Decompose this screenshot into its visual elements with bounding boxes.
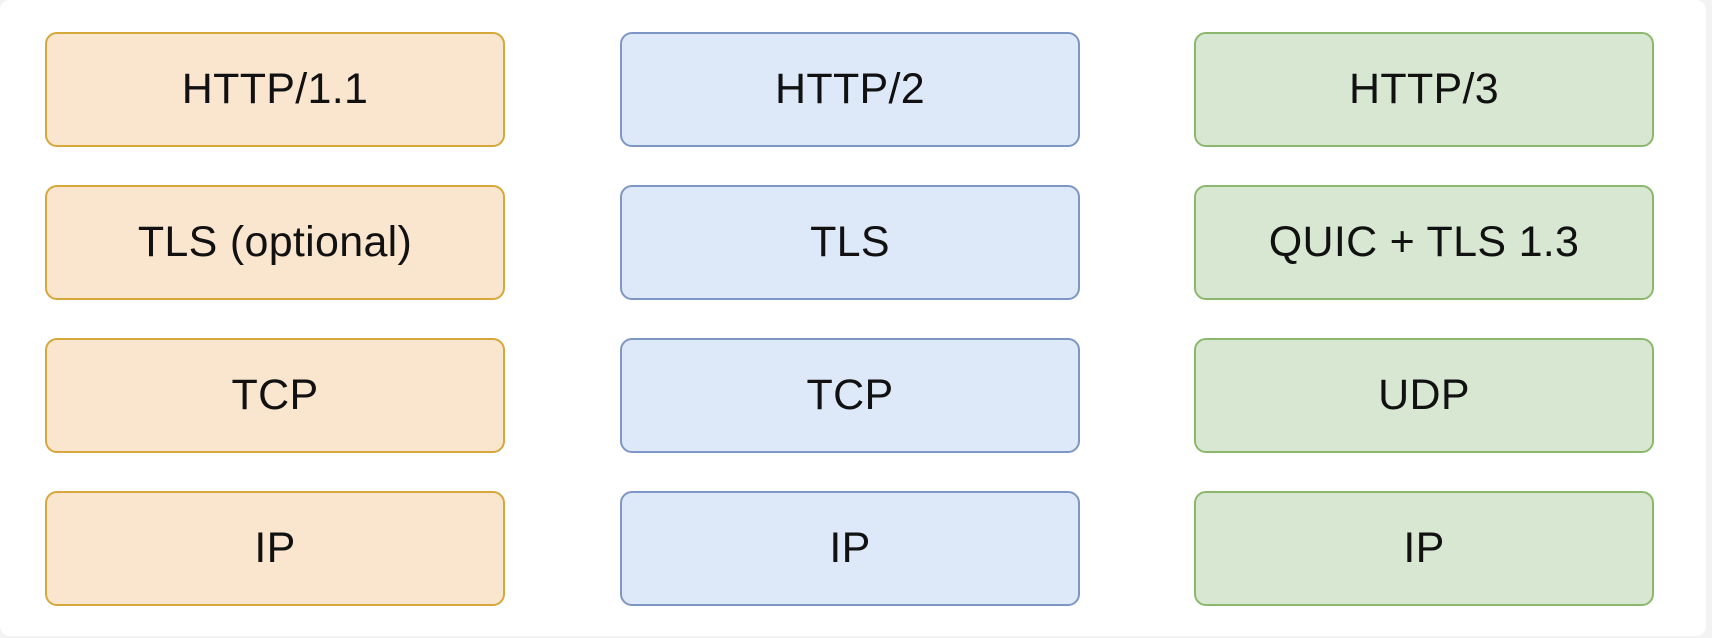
layer-security: QUIC + TLS 1.3 — [1194, 185, 1654, 300]
layer-network: IP — [1194, 491, 1654, 606]
layer-application: HTTP/1.1 — [45, 32, 505, 147]
layer-transport: TCP — [620, 338, 1080, 453]
protocol-stack-http2: HTTP/2 TLS TCP IP — [620, 32, 1080, 606]
layer-application: HTTP/3 — [1194, 32, 1654, 147]
protocol-stack-http3: HTTP/3 QUIC + TLS 1.3 UDP IP — [1194, 32, 1654, 606]
layer-transport: UDP — [1194, 338, 1654, 453]
layer-transport: TCP — [45, 338, 505, 453]
protocol-stack-http1: HTTP/1.1 TLS (optional) TCP IP — [45, 32, 505, 606]
layer-application: HTTP/2 — [620, 32, 1080, 147]
layer-security: TLS (optional) — [45, 185, 505, 300]
layer-network: IP — [620, 491, 1080, 606]
layer-network: IP — [45, 491, 505, 606]
layer-security: TLS — [620, 185, 1080, 300]
